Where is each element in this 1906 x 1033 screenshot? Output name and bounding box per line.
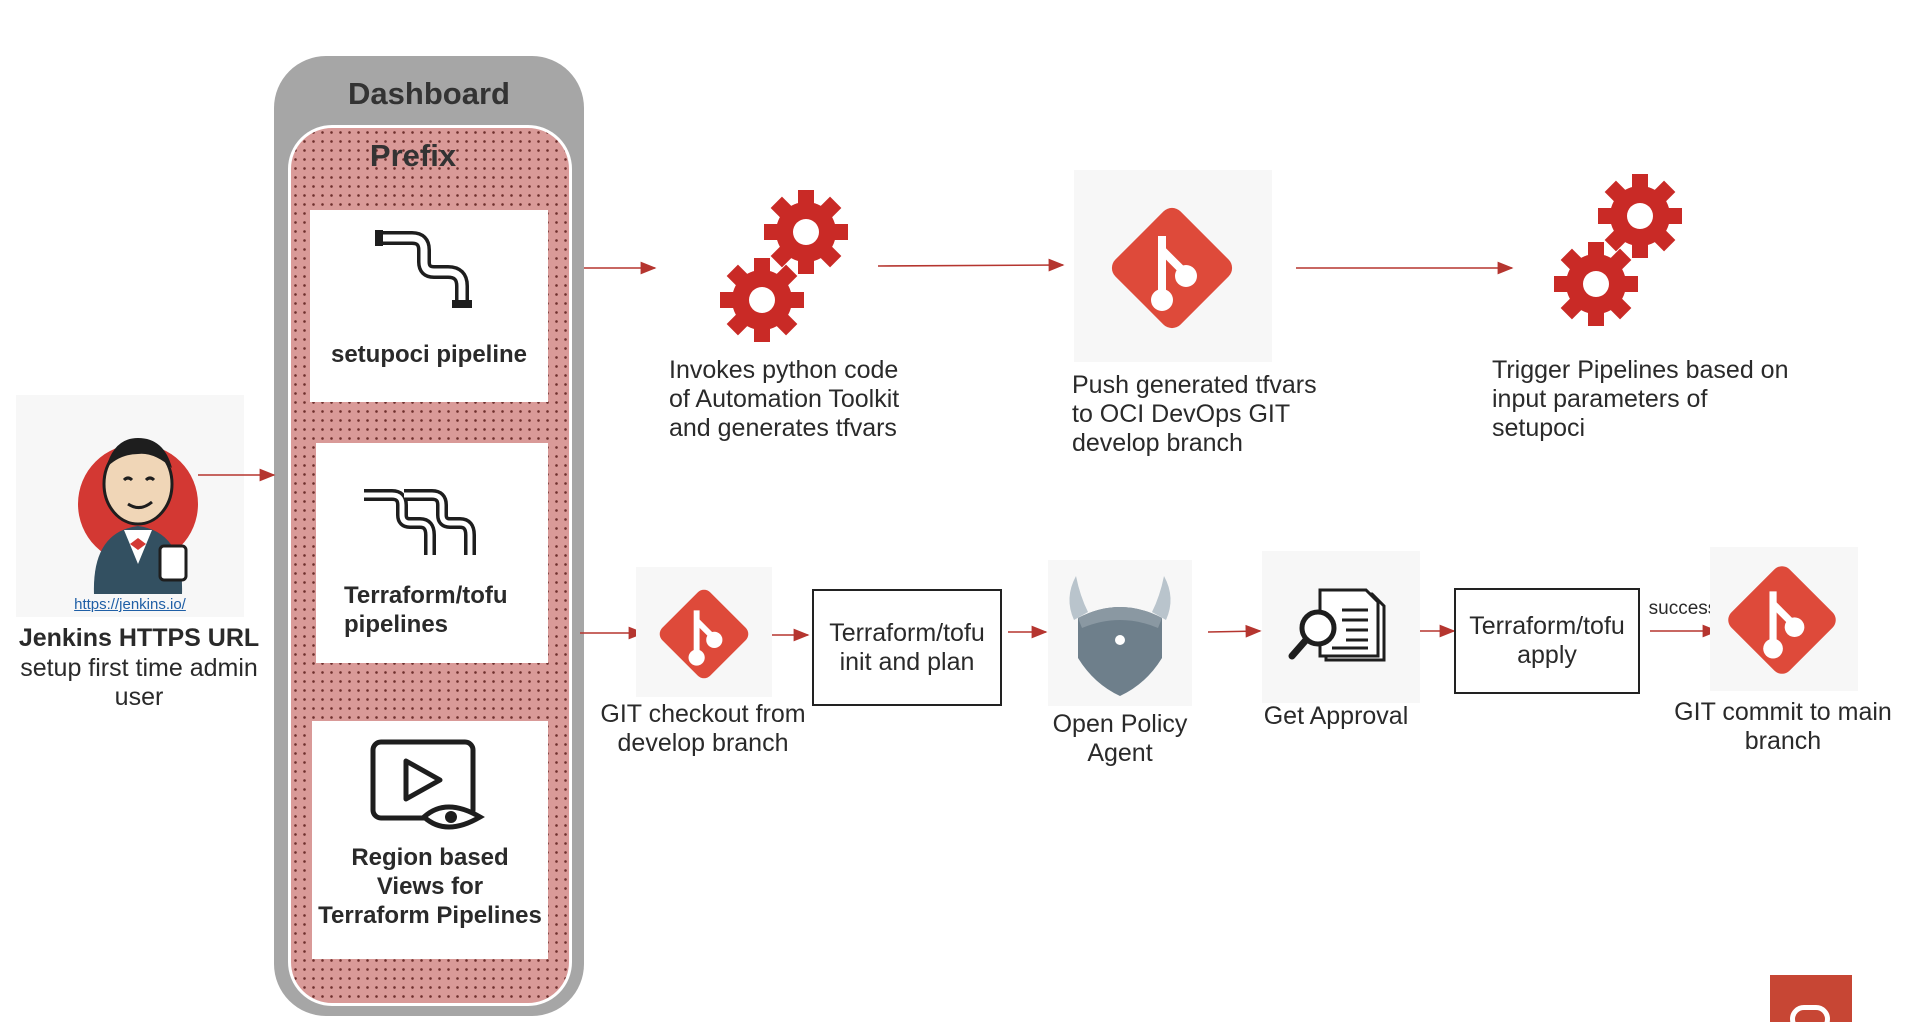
pipe-icon bbox=[375, 230, 472, 308]
git-icon bbox=[1728, 566, 1836, 674]
trigger-step-line2: input parameters of bbox=[1492, 385, 1708, 413]
gears-step-line3: and generates tfvars bbox=[669, 414, 897, 442]
trigger-step-label: Trigger Pipelines based on input paramet… bbox=[1492, 356, 1852, 443]
jenkins-desc-line2: user bbox=[114, 683, 164, 711]
setupoci-pipeline-card[interactable]: setupoci pipeline bbox=[310, 210, 548, 402]
git-commit-line2: branch bbox=[1744, 727, 1822, 755]
terraform-pipelines-label: Terraform/tofu pipelines bbox=[344, 581, 548, 639]
dashboard-title: Dashboard bbox=[348, 76, 510, 111]
region-views-label: Region based Views for Terraform Pipelin… bbox=[312, 843, 548, 930]
terraform-apply-box: Terraform/tofu apply bbox=[1454, 588, 1640, 694]
jenkins-link[interactable]: https://jenkins.io/ bbox=[74, 596, 186, 613]
terraform-apply-line2: apply bbox=[1517, 641, 1577, 669]
terraform-pipelines-line1: Terraform/tofu bbox=[344, 582, 508, 609]
region-views-line2: Views for bbox=[376, 873, 484, 900]
git-checkout-line1: GIT checkout from bbox=[600, 700, 806, 728]
git-push-line2: to OCI DevOps GIT bbox=[1072, 400, 1291, 428]
git-commit-label: GIT commit to main branch bbox=[1660, 698, 1906, 756]
git-icon bbox=[659, 589, 749, 679]
git-push-line3: develop branch bbox=[1072, 429, 1243, 457]
gears-icon bbox=[720, 190, 848, 342]
jenkins-butler-icon bbox=[78, 438, 198, 594]
setupoci-pipeline-label: setupoci pipeline bbox=[330, 341, 528, 368]
region-views-card[interactable]: Region based Views for Terraform Pipelin… bbox=[312, 721, 548, 959]
git-icon bbox=[1111, 207, 1233, 329]
git-push-line1: Push generated tfvars bbox=[1072, 371, 1317, 399]
opa-icon bbox=[1069, 576, 1171, 696]
region-views-line3: Terraform Pipelines bbox=[318, 902, 542, 929]
jenkins-desc-line1: setup first time admin bbox=[20, 654, 258, 682]
git-checkout-line2: develop branch bbox=[617, 729, 789, 757]
git-checkout-label: GIT checkout from develop branch bbox=[582, 700, 824, 758]
region-views-line1: Region based bbox=[351, 844, 509, 871]
gears-icon bbox=[1554, 174, 1682, 326]
terraform-apply-line1: Terraform/tofu bbox=[1469, 612, 1625, 640]
success-label: success bbox=[1648, 598, 1718, 619]
oracle-corner-logo bbox=[1770, 975, 1852, 1033]
double-pipe-icon bbox=[364, 489, 476, 555]
arrow-opa-to-approval bbox=[1207, 624, 1262, 638]
document-search-icon bbox=[1288, 588, 1386, 662]
oracle-logo-mark bbox=[1790, 1005, 1830, 1033]
video-view-icon bbox=[370, 739, 485, 830]
git-commit-line1: GIT commit to main bbox=[1674, 698, 1892, 726]
opa-line2: Agent bbox=[1087, 739, 1153, 767]
terraform-plan-line2: init and plan bbox=[839, 647, 975, 676]
gears-step-label: Invokes python code of Automation Toolki… bbox=[669, 356, 969, 443]
terraform-plan-box: Terraform/tofu init and plan bbox=[812, 589, 1002, 706]
terraform-pipelines-card[interactable]: Terraform/tofu pipelines bbox=[316, 443, 548, 663]
approval-label: Get Approval bbox=[1263, 702, 1409, 730]
trigger-step-line3: setupoci bbox=[1492, 414, 1586, 442]
arrow-gears-to-git bbox=[877, 258, 1065, 272]
git-push-label: Push generated tfvars to OCI DevOps GIT … bbox=[1072, 371, 1392, 458]
opa-line1: Open Policy bbox=[1052, 710, 1188, 738]
terraform-pipelines-line2: pipelines bbox=[344, 611, 449, 638]
jenkins-title: Jenkins HTTPS URL bbox=[18, 624, 260, 652]
opa-label: Open Policy Agent bbox=[1030, 710, 1210, 768]
prefix-title: Prefix bbox=[369, 138, 457, 173]
trigger-step-line1: Trigger Pipelines based on bbox=[1492, 356, 1789, 384]
gears-step-line2: of Automation Toolkit bbox=[669, 385, 900, 413]
gears-step-line1: Invokes python code bbox=[669, 356, 899, 384]
terraform-plan-line1: Terraform/tofu bbox=[829, 618, 985, 647]
jenkins-description: setup first time admin user bbox=[0, 654, 278, 712]
